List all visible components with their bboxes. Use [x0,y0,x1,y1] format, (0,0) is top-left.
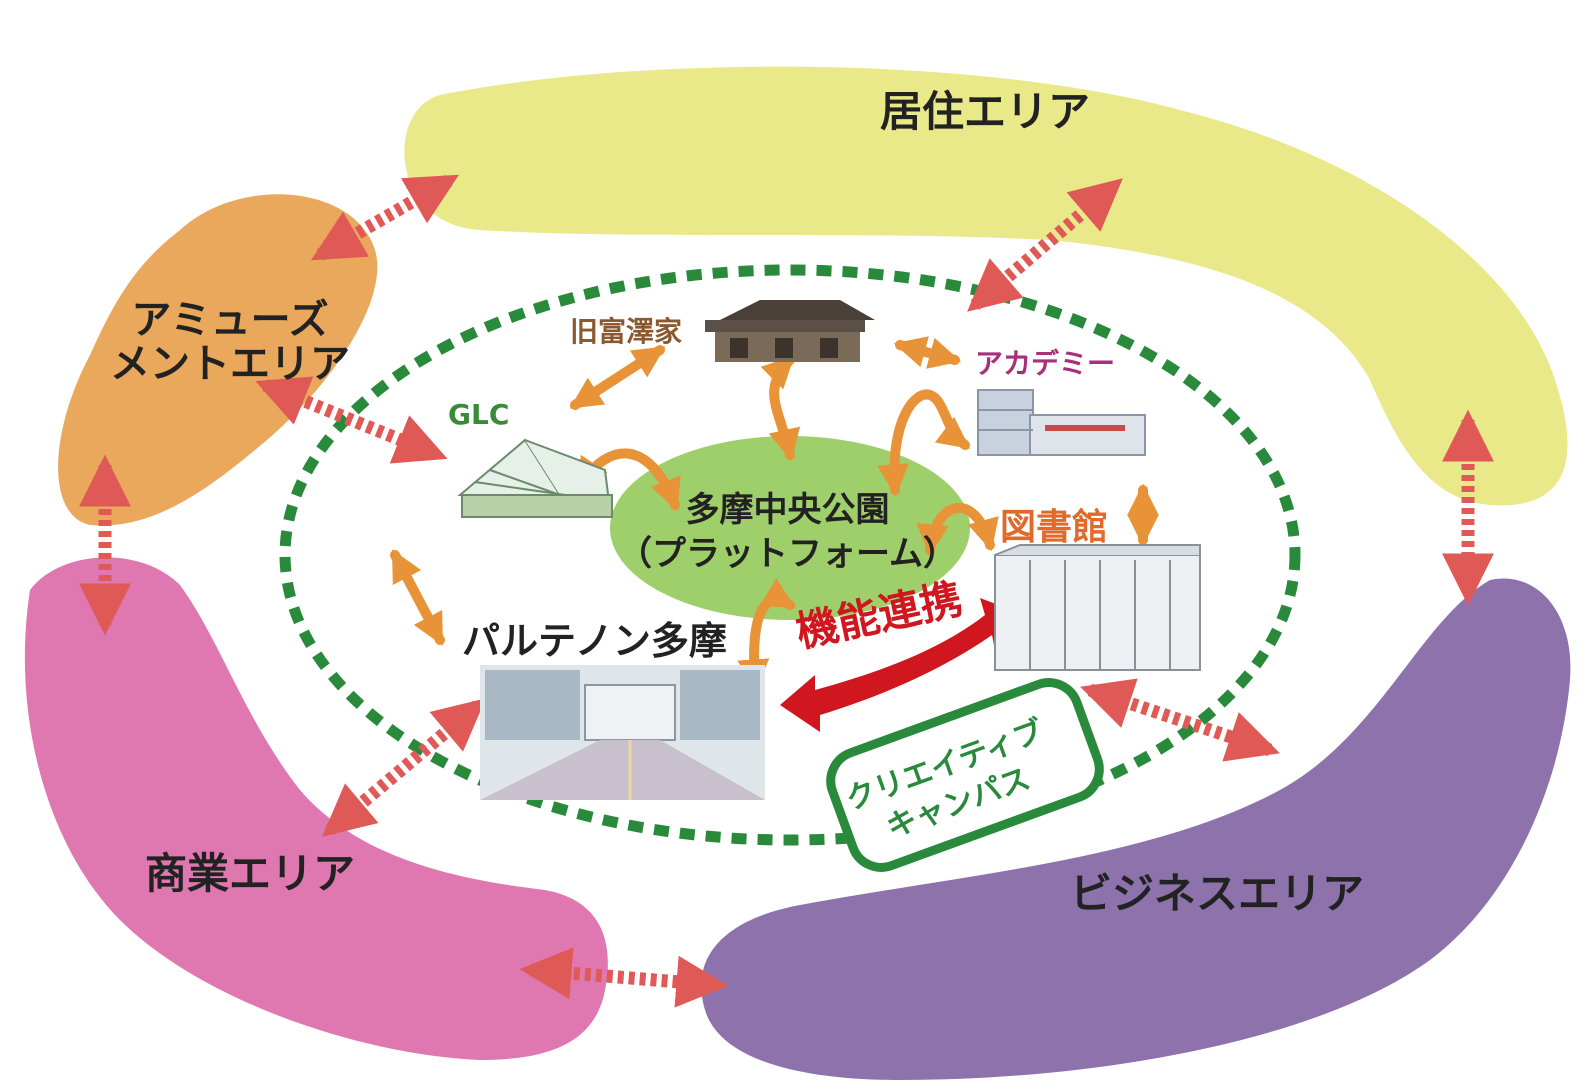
amusement-area-label: アミューズ メントエリア [110,297,350,387]
old-house-icon [705,300,875,362]
academy-building-icon [977,389,1146,456]
commercial-area-shape [24,557,608,1060]
link-commercial-business [519,947,729,1008]
creative-campus-stamp [826,678,1104,872]
link-amusement-glc [255,376,448,464]
function-link-arrow [780,598,1025,732]
facility-arrows [390,336,1160,692]
library-building-icon [994,544,1201,671]
business-area-shape [701,578,1571,1080]
residential-area-label: 居住エリア [880,87,1091,136]
link-library-business [1080,678,1280,762]
area-link-arrows [79,174,1494,1008]
parthenon-label: パルテノン多摩 [462,619,727,663]
glc-label: GLC [448,398,510,431]
tomizawa-label: 旧富澤家 [570,315,683,348]
greenhouse-icon [457,438,613,518]
academy-label: アカデミー [975,347,1116,380]
amusement-area-shape [58,194,378,526]
creative-campus-ring [279,264,1301,846]
residential-area-shape [404,66,1568,506]
library-label: 図書館 [1000,507,1109,548]
link-residential-ring [967,178,1123,312]
link-residential-amusement [310,174,460,261]
commercial-area-label: 商業エリア [145,849,356,898]
link-commercial-parthenon [322,698,486,837]
parthenon-tama-icon [480,665,765,800]
business-area-label: ビジネスエリア [1070,869,1365,918]
central-park-label: 多摩中央公園 （プラットフォーム） [618,490,957,574]
